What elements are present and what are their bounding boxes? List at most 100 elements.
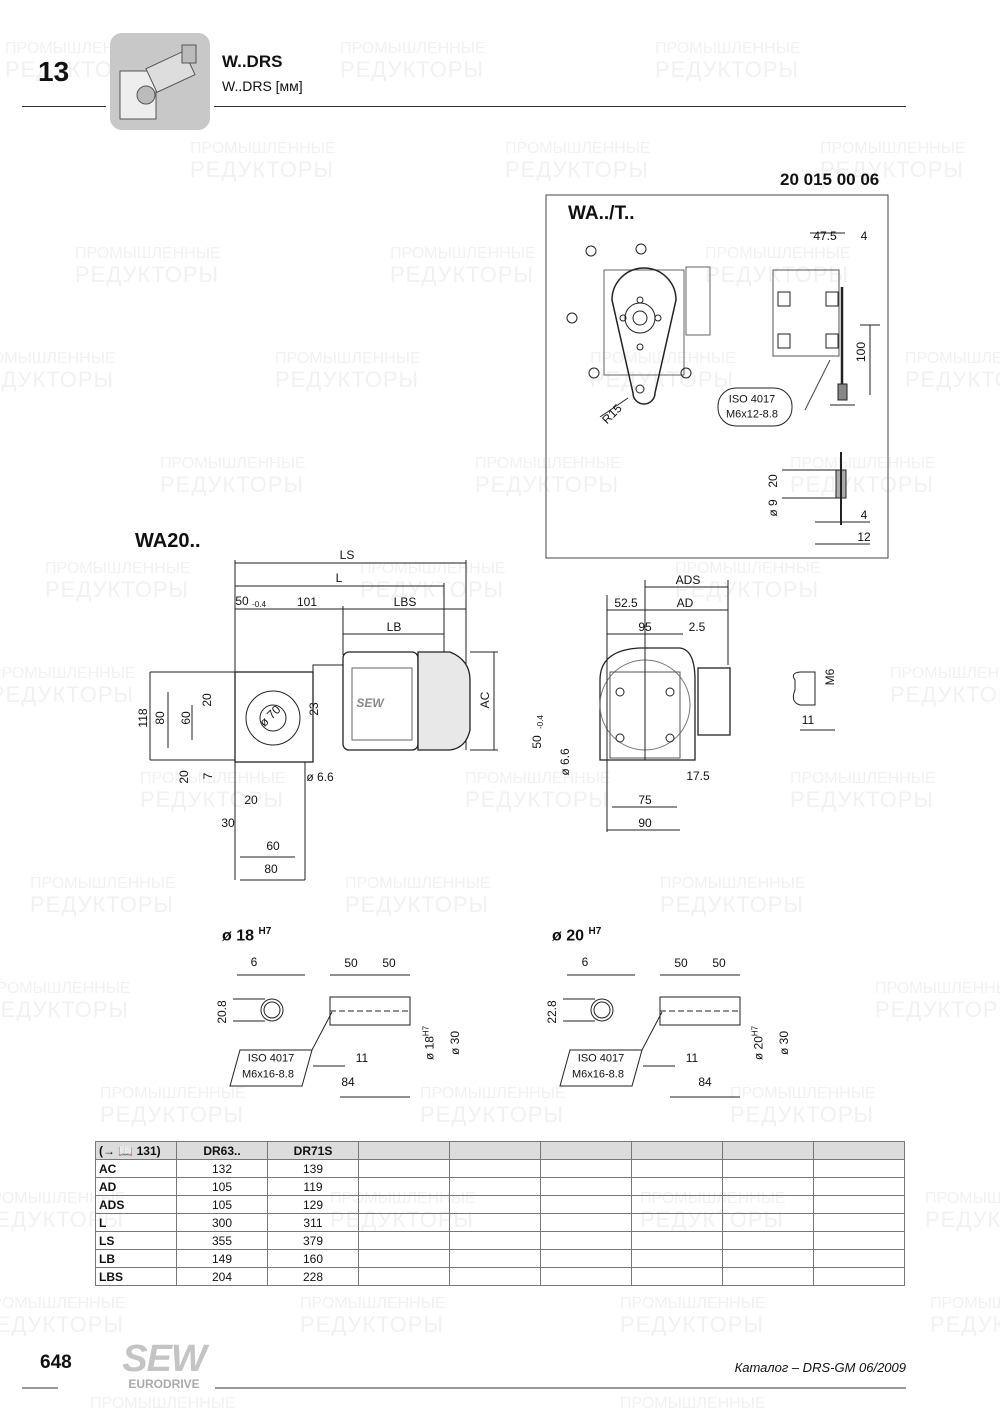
shaft-20-dim-84: 84 xyxy=(698,1075,712,1089)
table-cell: 204 xyxy=(176,1267,268,1286)
row-label: L xyxy=(95,1213,177,1232)
dim-80: 80 xyxy=(153,711,167,725)
dim-23: 23 xyxy=(307,702,321,716)
table-cell: 105 xyxy=(176,1177,268,1196)
dim-11-side: 11 xyxy=(801,713,815,727)
table-cell xyxy=(540,1177,632,1196)
shaft-18-bolt-std: ISO 4017 xyxy=(247,1052,295,1065)
dim-ADS: ADS xyxy=(675,573,701,587)
table-cell xyxy=(813,1249,905,1268)
table-cell: 300 xyxy=(176,1213,268,1232)
dim-d9: ø 9 xyxy=(766,499,780,517)
table-cell xyxy=(449,1195,541,1214)
table-cell: 149 xyxy=(176,1249,268,1268)
table-cell xyxy=(722,1159,814,1178)
torque-arm-side-view xyxy=(717,232,880,427)
shaft-18-bore-value: ø 18 xyxy=(422,1036,437,1061)
table-cell xyxy=(540,1159,632,1178)
table-cell xyxy=(631,1231,723,1250)
table-cell: 160 xyxy=(267,1249,359,1268)
table-cell xyxy=(358,1267,450,1286)
table-cell: 228 xyxy=(267,1267,359,1286)
shaft-20-title: ø 20 H7 xyxy=(552,926,601,945)
table-cell xyxy=(813,1267,905,1286)
dim-95: 95 xyxy=(638,620,652,634)
dim-AD: AD xyxy=(676,596,694,610)
table-cell xyxy=(813,1159,905,1178)
shaft-18-title: ø 18 H7 xyxy=(222,926,271,945)
table-cell: 139 xyxy=(267,1159,359,1178)
table-cell xyxy=(722,1213,814,1232)
dim-50-side: 50 xyxy=(530,735,544,749)
shaft-18-dim-11: 11 xyxy=(355,1051,369,1065)
sew-eurodrive-logo: SEW EURODRIVE xyxy=(114,1340,214,1390)
table-cell: 132 xyxy=(176,1159,268,1178)
dim-4-bottom: 4 xyxy=(860,508,868,522)
table-header-reference: (→ 📖 131) xyxy=(95,1141,177,1160)
table-cell: 379 xyxy=(267,1231,359,1250)
bolt-size: M6x12-8.8 xyxy=(726,408,778,421)
torque-arm-title: WA../T.. xyxy=(568,203,635,224)
table-header-col xyxy=(540,1141,632,1160)
table-cell: 311 xyxy=(267,1213,359,1232)
dim-17-5: 17.5 xyxy=(686,769,710,783)
dim-50-tolerance: -0.4 xyxy=(252,600,266,609)
dim-80-b: 80 xyxy=(264,862,278,876)
dim-50-side-tolerance: -0.4 xyxy=(536,715,545,729)
hollow-shaft-20-drawing xyxy=(559,974,741,1098)
dim-47-5: 47.5 xyxy=(813,229,837,243)
shaft-20-fit: H7 xyxy=(588,926,602,937)
table-cell xyxy=(722,1267,814,1286)
table-header-col: DR71S xyxy=(267,1141,359,1160)
table-cell xyxy=(358,1213,450,1232)
shaft-18-dim-50b: 50 xyxy=(382,956,396,970)
dim-d6-6-side: ø 6.6 xyxy=(558,748,572,776)
row-label: ADS xyxy=(95,1195,177,1214)
chapter-number: 13 xyxy=(38,56,70,87)
shaft-20-bolt-std: ISO 4017 xyxy=(577,1052,625,1065)
motor-sew-logo: SEW xyxy=(356,696,384,710)
side-view-drawing xyxy=(599,580,835,832)
dim-LS: LS xyxy=(339,548,355,562)
table-cell xyxy=(813,1231,905,1250)
torque-arm-panel-frame xyxy=(545,194,889,559)
table-cell xyxy=(449,1249,541,1268)
table-cell xyxy=(631,1249,723,1268)
table-cell xyxy=(449,1267,541,1286)
table-header-col: DR63.. xyxy=(176,1141,268,1160)
table-cell xyxy=(631,1195,723,1214)
table-cell xyxy=(358,1249,450,1268)
dim-L: L xyxy=(335,571,343,585)
table-cell xyxy=(813,1213,905,1232)
catalog-reference: Каталог – DRS-GM 06/2009 xyxy=(734,1360,906,1375)
table-cell xyxy=(722,1231,814,1250)
dim-60: 60 xyxy=(179,711,193,725)
table-cell xyxy=(540,1249,632,1268)
dim-AC: AC xyxy=(478,691,492,709)
dim-20-a: 20 xyxy=(200,693,214,707)
shaft-20-dim-6: 6 xyxy=(581,955,589,969)
shaft-20-outer: ø 30 xyxy=(777,1030,791,1056)
table-cell xyxy=(358,1177,450,1196)
shaft-18-dim-6: 6 xyxy=(250,955,258,969)
shaft-18-outer: ø 30 xyxy=(448,1030,462,1056)
page-title: W..DRS xyxy=(222,52,283,71)
table-cell: 355 xyxy=(176,1231,268,1250)
shaft-18-bore: ø 18H7 xyxy=(421,1025,437,1061)
shaft-20-bore-fit: H7 xyxy=(750,1025,760,1037)
dim-118: 118 xyxy=(136,708,150,728)
dim-100: 100 xyxy=(854,341,868,363)
dim-75: 75 xyxy=(638,793,652,807)
shaft-20-bolt-size: M6x16-8.8 xyxy=(572,1068,624,1081)
table-header-col xyxy=(358,1141,450,1160)
shaft-18-bore-fit: H7 xyxy=(421,1025,431,1037)
table-cell xyxy=(358,1159,450,1178)
